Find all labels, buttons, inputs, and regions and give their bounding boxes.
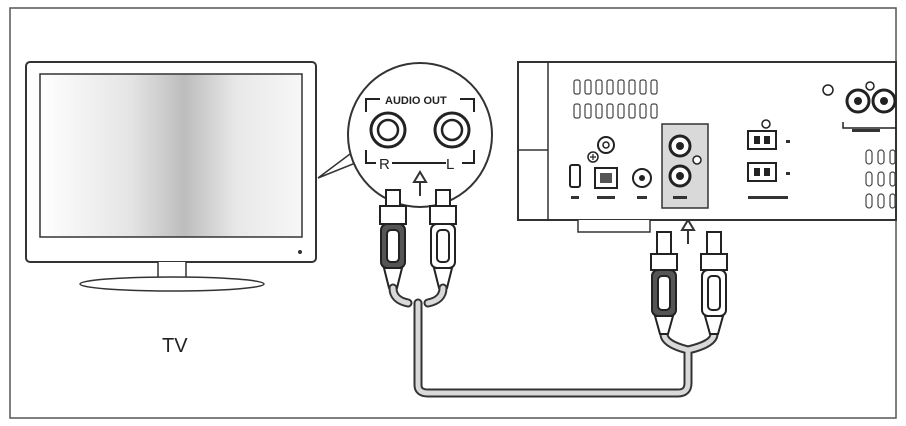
optical-port [594,167,618,199]
receiver-side-edge [518,61,549,220]
rca-plug-tv-left [429,189,457,289]
label-right: R [379,156,390,173]
audio-out-bracket [365,98,475,112]
rca-plug-unit-right [650,231,678,335]
callout-bubble [347,62,493,208]
tv-power-led [298,250,302,254]
tv-plug-arrow [412,170,428,196]
unit-plug-arrow [680,218,696,244]
vent-slots-top [573,79,658,119]
audio-out-label: AUDIO OUT [385,95,447,107]
usb-port [569,164,581,188]
speaker-output-connectors [822,81,897,132]
tv-neck [157,262,187,279]
rca-plug-unit-left [700,231,728,335]
label-left: L [446,156,454,173]
audio-out-callout: AUDIO OUT R L [317,62,493,208]
aux-in-rca-panel [661,123,709,209]
receiver-unit [517,61,897,233]
tv-screen [39,73,303,238]
vent-slots-side [865,149,896,209]
tv-label: TV [162,335,188,357]
speaker-terminal-bottom [747,162,790,199]
speaker-terminal-top [747,119,790,150]
fm-antenna-port [597,136,615,154]
rca-plug-tv-right [379,189,407,289]
ground-screw [587,151,599,163]
tv-unit [25,61,317,292]
rl-bracket [365,150,475,164]
audio-cable [388,283,719,398]
usb-port-tag [571,196,579,199]
jack-r [369,111,407,149]
jack-l [433,111,471,149]
aux-port [632,168,652,199]
tv-stand-base [79,276,265,292]
receiver-foot [577,220,651,233]
